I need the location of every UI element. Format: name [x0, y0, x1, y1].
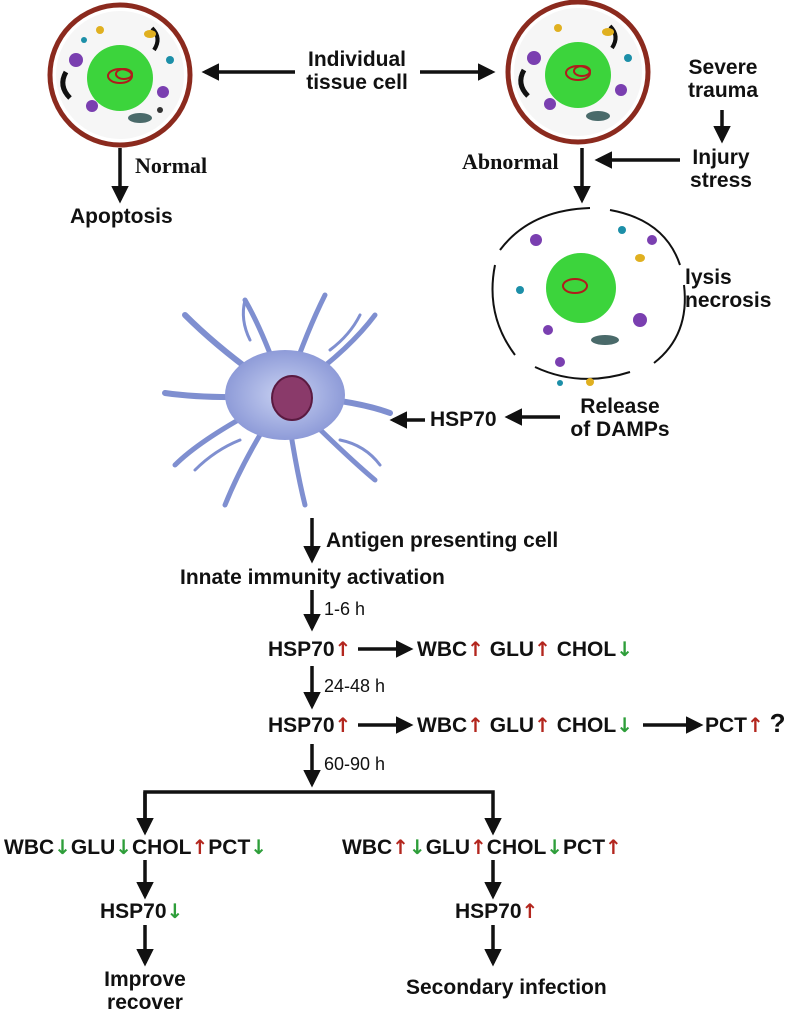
markers-left-branch: WBC↓GLU↓CHOL↑PCT↓	[4, 835, 268, 860]
down-arrow-icon: ↓	[250, 835, 268, 859]
lysis-necrosis-label: lysis necrosis	[685, 266, 772, 312]
lysed-cell	[491, 207, 686, 386]
time-60-90h: 60-90 h	[324, 754, 386, 774]
down-arrow-icon: ↓	[616, 713, 633, 737]
down-arrow-icon: ↓	[408, 835, 426, 859]
up-arrow-icon: ↑	[191, 835, 209, 859]
up-arrow-icon: ↑	[470, 835, 487, 859]
innate-immunity-activation-label: Innate immunity activation	[180, 566, 445, 589]
tissue-cell-abnormal	[505, 0, 651, 145]
markers-row2: WBC↑ GLU↑ CHOL↓	[417, 713, 633, 738]
markers-row1: WBC↑ GLU↑ CHOL↓	[417, 637, 633, 662]
down-arrow-icon: ↓	[166, 899, 184, 923]
tissue-cell-normal	[47, 2, 193, 148]
up-arrow-icon: ↑	[534, 713, 551, 737]
up-arrow-icon: ↑	[747, 713, 764, 737]
up-arrow-icon: ↑	[467, 637, 484, 661]
apoptosis-label: Apoptosis	[70, 205, 173, 228]
up-arrow-icon: ↑	[392, 835, 409, 859]
hsp70-row1: HSP70↑	[268, 637, 352, 662]
down-arrow-icon: ↓	[115, 835, 133, 859]
pct-uncertain: PCT↑ ?	[705, 708, 786, 738]
individual-tissue-cell-label: Individual tissue cell	[306, 48, 408, 94]
up-arrow-icon: ↑	[534, 637, 551, 661]
markers-right-branch: WBC↑↓GLU↑CHOL↓PCT↑	[342, 835, 622, 860]
hsp70-damps-label: HSP70	[430, 408, 497, 431]
time-1-6h: 1-6 h	[324, 599, 366, 619]
down-arrow-icon: ↓	[546, 835, 564, 859]
hsp70-right-branch: HSP70↑	[455, 899, 539, 924]
down-arrow-icon: ↓	[616, 637, 633, 661]
abnormal-label: Abnormal	[462, 149, 559, 174]
injury-stress-label: Injury stress	[690, 146, 752, 192]
up-arrow-icon: ↑	[521, 899, 539, 923]
release-damps-label: Release of DAMPs	[570, 395, 670, 441]
severe-trauma-label: Severe trauma	[687, 56, 759, 102]
time-24-48h: 24-48 h	[324, 676, 386, 696]
arrows	[111, 63, 731, 967]
up-arrow-icon: ↑	[334, 713, 352, 737]
antigen-presenting-cell	[162, 292, 393, 508]
down-arrow-icon: ↓	[54, 835, 71, 859]
normal-label: Normal	[135, 153, 208, 178]
hsp70-left-branch: HSP70↓	[100, 899, 184, 924]
secondary-infection-label: Secondary infection	[406, 976, 607, 999]
hsp70-row2: HSP70↑	[268, 713, 352, 738]
improve-recover-label: Improve recover	[104, 968, 186, 1014]
up-arrow-icon: ↑	[467, 713, 484, 737]
up-arrow-icon: ↑	[334, 637, 352, 661]
up-arrow-icon: ↑	[605, 835, 622, 859]
antigen-presenting-cell-label: Antigen presenting cell	[326, 529, 559, 552]
